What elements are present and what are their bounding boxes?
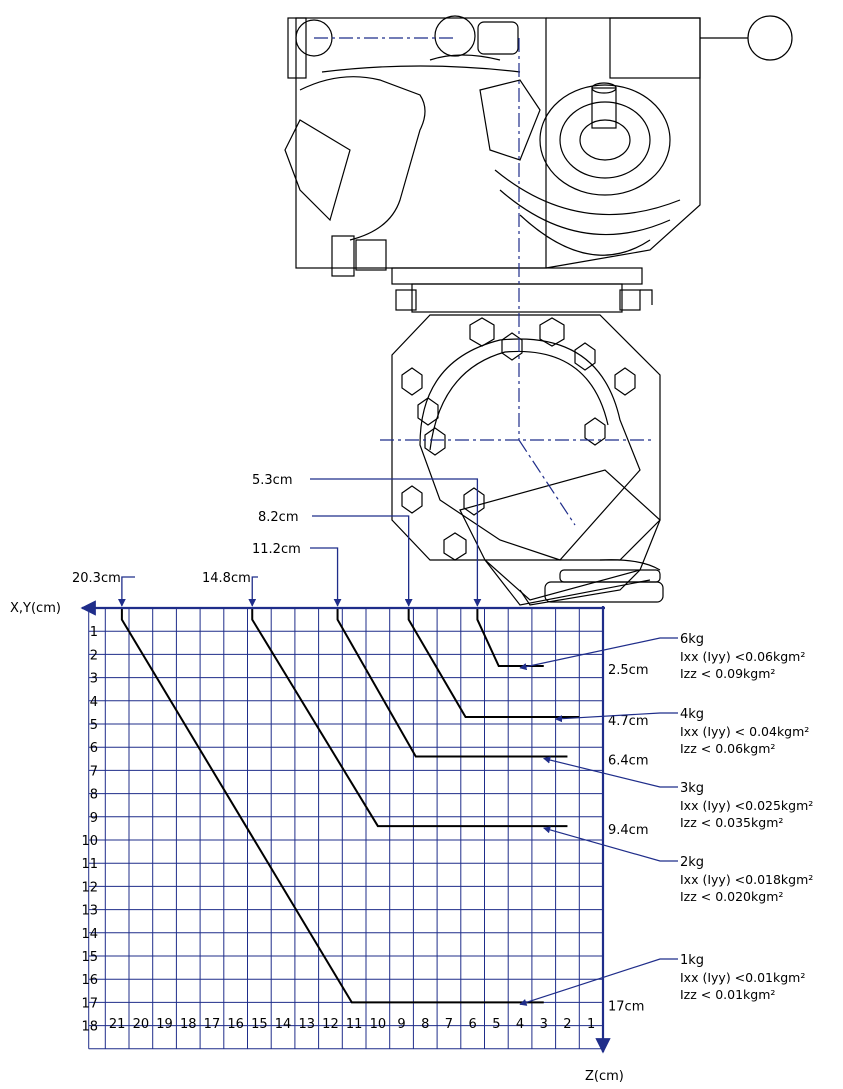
z-offset-leader bbox=[310, 478, 482, 607]
ixx-label: Ixx (Iyy) <0.01kgm² bbox=[680, 970, 805, 985]
izz-label: Izz < 0.035kgm² bbox=[680, 815, 783, 830]
x-tick-label: 6 bbox=[90, 741, 98, 756]
izz-label: Izz < 0.01kgm² bbox=[680, 987, 775, 1002]
xy-offset-label: 4.7cm bbox=[608, 714, 649, 729]
mass-leader bbox=[519, 958, 678, 1006]
grid bbox=[88, 607, 604, 1050]
mass-label: 4kg bbox=[680, 707, 704, 722]
x-tick-label: 10 bbox=[81, 834, 98, 849]
mass-leader bbox=[543, 756, 678, 788]
ixx-label: Ixx (Iyy) <0.018kgm² bbox=[680, 872, 813, 887]
z-offset-leader bbox=[312, 515, 413, 607]
z-tick-label: 3 bbox=[540, 1017, 548, 1032]
z-tick-label: 21 bbox=[109, 1017, 126, 1032]
x-tick-label: 18 bbox=[81, 1020, 98, 1035]
robot-wrist-drawing bbox=[284, 15, 793, 606]
ixx-label: Ixx (Iyy) <0.06kgm² bbox=[680, 649, 805, 664]
ixx-label: Ixx (Iyy) <0.025kgm² bbox=[680, 798, 813, 813]
z-tick-label: 10 bbox=[370, 1017, 387, 1032]
x-tick-label: 16 bbox=[81, 973, 98, 988]
x-tick-label: 12 bbox=[81, 880, 98, 895]
mass-label: 2kg bbox=[680, 855, 704, 870]
series-line-2kg bbox=[251, 608, 568, 828]
x-tick-label: 1 bbox=[90, 625, 98, 640]
z-offset-label: 14.8cm bbox=[202, 571, 251, 586]
z-tick-label: 6 bbox=[469, 1017, 477, 1032]
z-tick-label: 8 bbox=[421, 1017, 429, 1032]
z-offset-label: 5.3cm bbox=[252, 473, 293, 488]
mass-leader bbox=[554, 712, 678, 723]
x-tick-label: 7 bbox=[90, 764, 98, 779]
x-tick-label: 11 bbox=[81, 857, 98, 872]
z-offset-leader bbox=[117, 576, 135, 607]
series-layer bbox=[120, 608, 580, 1004]
z-tick-label: 11 bbox=[346, 1017, 363, 1032]
izz-label: Izz < 0.06kgm² bbox=[680, 741, 775, 756]
x-axis-label: X,Y(cm) bbox=[10, 601, 61, 616]
z-offset-label: 20.3cm bbox=[72, 571, 121, 586]
x-tick-label: 17 bbox=[81, 996, 98, 1011]
z-tick-label: 4 bbox=[516, 1017, 524, 1032]
z-tick-label: 13 bbox=[298, 1017, 315, 1032]
z-tick-label: 17 bbox=[204, 1017, 221, 1032]
z-tick-label: 15 bbox=[251, 1017, 268, 1032]
x-tick-label: 8 bbox=[90, 788, 98, 803]
x-tick-label: 4 bbox=[90, 695, 98, 710]
z-tick-label: 12 bbox=[322, 1017, 339, 1032]
z-tick-label: 2 bbox=[563, 1017, 571, 1032]
xy-offset-label: 17cm bbox=[608, 999, 644, 1014]
xy-offset-label: 9.4cm bbox=[608, 823, 649, 838]
xy-offset-label: 2.5cm bbox=[608, 663, 649, 678]
x-tick-label: 15 bbox=[81, 950, 98, 965]
z-tick-label: 7 bbox=[445, 1017, 453, 1032]
izz-label: Izz < 0.020kgm² bbox=[680, 889, 783, 904]
x-tick-label: 3 bbox=[90, 672, 98, 687]
z-tick-label: 9 bbox=[397, 1017, 405, 1032]
z-tick-label: 1 bbox=[587, 1017, 595, 1032]
z-tick-label: 19 bbox=[156, 1017, 173, 1032]
x-tick-label: 2 bbox=[90, 648, 98, 663]
z-axis-label: Z(cm) bbox=[585, 1069, 624, 1084]
mass-label: 1kg bbox=[680, 953, 704, 968]
series-line-6kg bbox=[476, 608, 544, 667]
series-line-3kg bbox=[336, 608, 568, 758]
x-tick-label: 5 bbox=[90, 718, 98, 733]
center-lines bbox=[314, 37, 655, 526]
z-tick-label: 5 bbox=[492, 1017, 500, 1032]
z-offset-label: 8.2cm bbox=[258, 510, 299, 525]
mass-leader bbox=[519, 637, 678, 671]
mass-leader bbox=[543, 826, 678, 862]
mass-label: 6kg bbox=[680, 632, 704, 647]
z-offset-leader bbox=[248, 576, 258, 607]
ixx-label: Ixx (Iyy) < 0.04kgm² bbox=[680, 724, 809, 739]
z-offset-label: 11.2cm bbox=[252, 542, 301, 557]
z-offset-leader bbox=[310, 547, 342, 607]
z-tick-label: 20 bbox=[133, 1017, 150, 1032]
z-tick-label: 16 bbox=[227, 1017, 244, 1032]
x-tick-label: 13 bbox=[81, 904, 98, 919]
mass-label: 3kg bbox=[680, 781, 704, 796]
xy-offset-label: 6.4cm bbox=[608, 753, 649, 768]
x-tick-label: 14 bbox=[81, 927, 98, 942]
z-tick-label: 14 bbox=[275, 1017, 292, 1032]
z-tick-label: 18 bbox=[180, 1017, 197, 1032]
x-tick-label: 9 bbox=[90, 811, 98, 826]
series-line-4kg bbox=[407, 608, 580, 719]
series-line-1kg bbox=[120, 608, 544, 1004]
izz-label: Izz < 0.09kgm² bbox=[680, 666, 775, 681]
